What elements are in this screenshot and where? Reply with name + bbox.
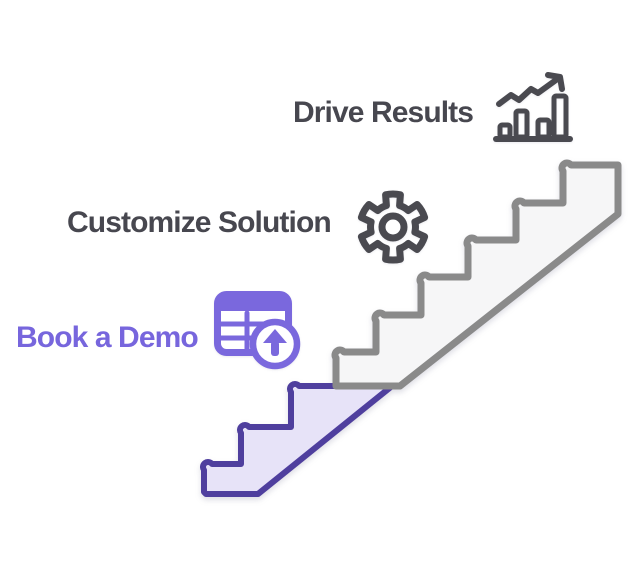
- bar-chart-icon: [493, 72, 573, 142]
- staircase-purple-section: [200, 381, 395, 497]
- step-drive-results: Drive Results: [293, 72, 573, 142]
- step-label-drive-results: Drive Results: [293, 96, 473, 129]
- staircase: [200, 159, 622, 497]
- gear-icon: [357, 190, 429, 264]
- up-arrow: [263, 329, 287, 356]
- step-label-book-a-demo: Book a Demo: [16, 321, 198, 354]
- trend-line: [496, 77, 559, 107]
- staircase-gray-section: [331, 159, 622, 390]
- step-customize-solution: Customize Solution: [67, 190, 429, 264]
- step-label-customize-solution: Customize Solution: [67, 206, 331, 239]
- trend-arrowhead: [545, 72, 565, 92]
- gear-center-hole: [378, 212, 408, 242]
- database-upload-icon: [214, 291, 301, 370]
- step-book-a-demo: Book a Demo: [16, 291, 301, 370]
